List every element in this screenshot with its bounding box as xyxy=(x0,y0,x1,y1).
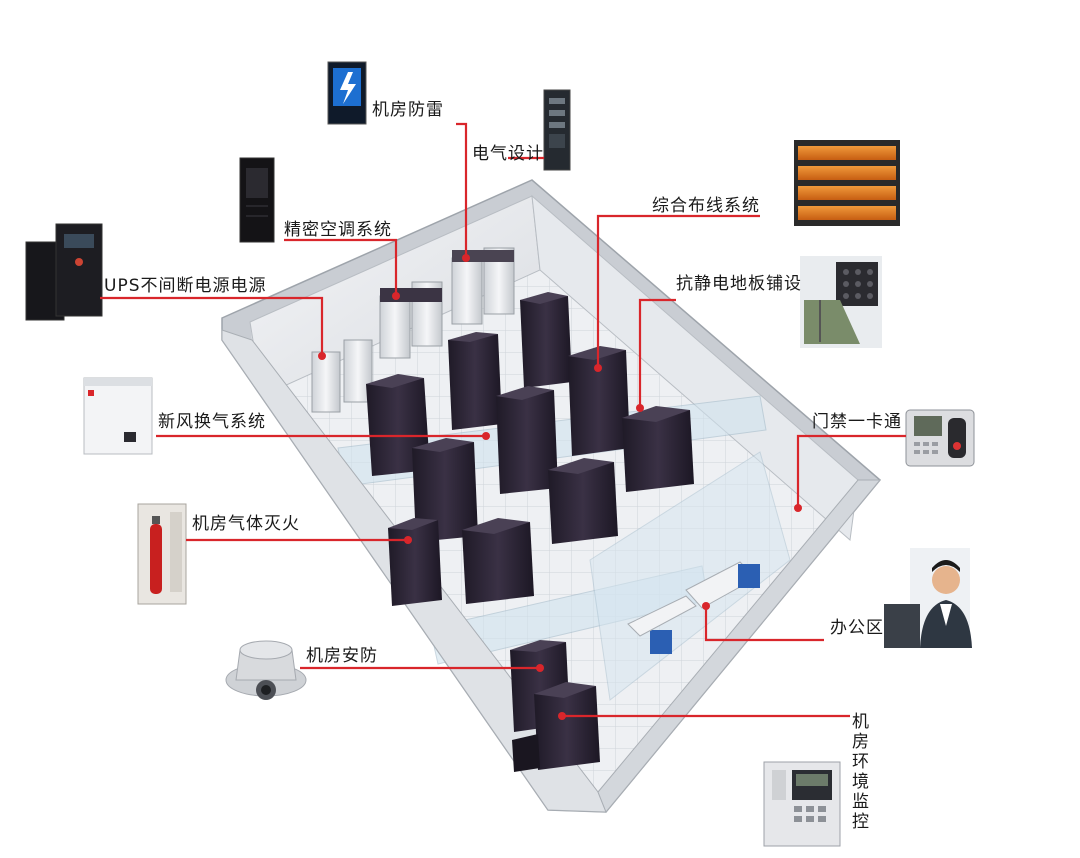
rack xyxy=(548,458,618,544)
label-precision-ac: 精密空调系统 xyxy=(284,220,392,240)
rack xyxy=(534,682,600,770)
label-fire-suppression: 机房气体灭火 xyxy=(192,514,300,534)
rack xyxy=(388,518,442,606)
label-access-control: 门禁一卡通 xyxy=(812,412,902,432)
label-office: 办公区 xyxy=(830,618,884,638)
label-fresh-air: 新风换气系统 xyxy=(158,412,266,432)
label-electrical-design: 电气设计 xyxy=(472,144,544,164)
ups-icon xyxy=(26,224,102,320)
office-worker-icon xyxy=(884,548,972,648)
cabling-icon xyxy=(794,140,900,226)
gas-extinguisher-icon xyxy=(138,504,186,604)
raised-floor-icon xyxy=(800,256,882,348)
lightning-cabinet-icon xyxy=(328,62,366,124)
electrical-cabinet-icon xyxy=(544,90,570,170)
access-control-icon xyxy=(906,410,974,466)
env-monitor-icon xyxy=(764,762,840,846)
fresh-air-icon xyxy=(84,378,152,454)
label-cabling: 综合布线系统 xyxy=(652,196,760,216)
rack xyxy=(462,518,534,604)
label-ups: UPS不间断电源电源 xyxy=(104,276,267,296)
label-env-monitor: 机房环境监控 xyxy=(852,712,870,832)
rack-base xyxy=(512,734,540,772)
dome-camera-icon xyxy=(226,641,306,700)
label-security: 机房安防 xyxy=(306,646,378,666)
label-raised-floor: 抗静电地板铺设 xyxy=(676,274,802,294)
label-lightning-protection: 机房防雷 xyxy=(372,100,444,120)
rack xyxy=(622,406,694,492)
rack xyxy=(448,332,502,430)
rack xyxy=(520,292,572,388)
precision-ac-icon xyxy=(240,158,274,242)
